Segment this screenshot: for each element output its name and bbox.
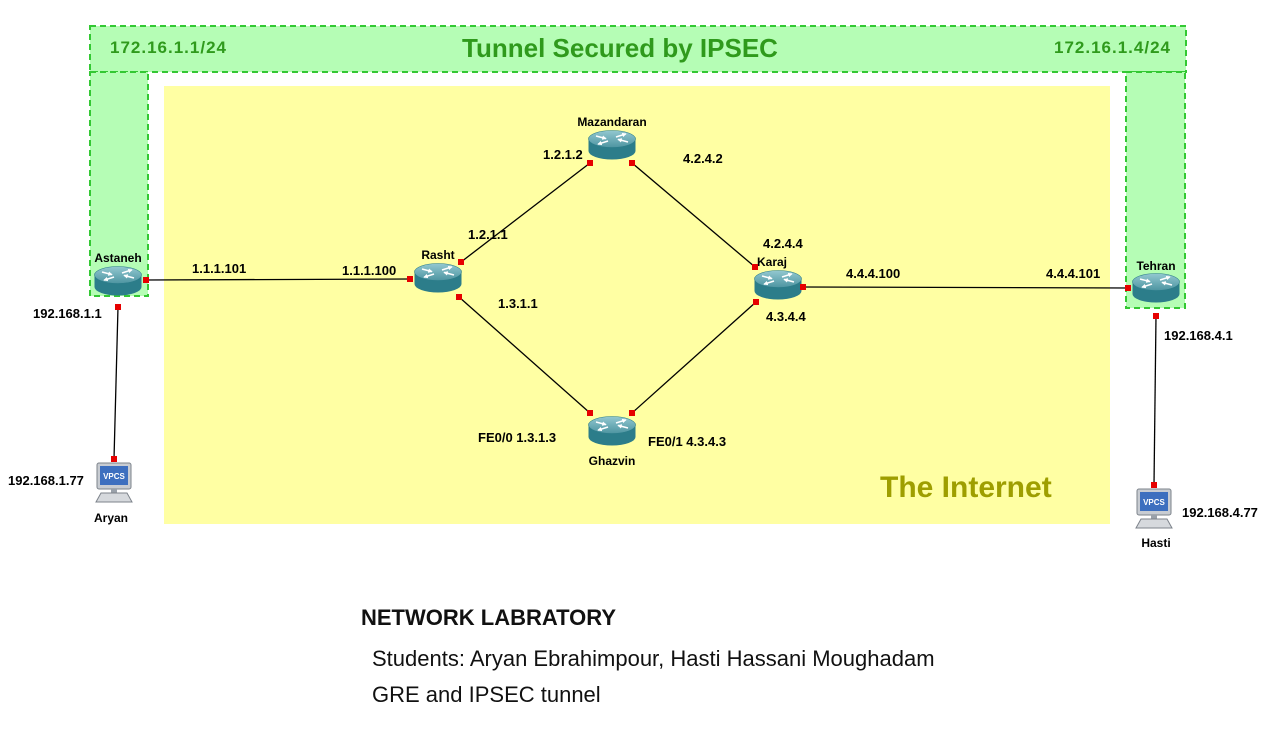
port-dot (587, 160, 593, 166)
port-dot (1153, 313, 1159, 319)
ip-label-rasht-to-astaneh: 1.1.1.100 (342, 263, 396, 278)
link-ghazvin-karaj[interactable] (631, 301, 757, 414)
vpcs-icon-text: VPCS (1143, 498, 1165, 507)
tunnel-right-column (1125, 71, 1186, 309)
router-rasht[interactable]: Rasht (415, 248, 462, 292)
ip-label-karaj-to-mazandaran: 4.2.4.4 (763, 236, 804, 251)
port-dot (115, 304, 121, 310)
tunnel-top-bar (89, 25, 1187, 73)
pc-label-hasti: Hasti (1141, 536, 1170, 550)
tunnel-left-ip: 172.16.1.1/24 (110, 38, 227, 57)
footer-subject: GRE and IPSEC tunnel (372, 682, 601, 707)
port-dot (111, 456, 117, 462)
port-dot (407, 276, 413, 282)
router-label-mazandaran: Mazandaran (577, 115, 646, 129)
router-icon (415, 264, 462, 293)
router-label-ghazvin: Ghazvin (589, 454, 636, 468)
port-dot (629, 410, 635, 416)
router-icon (95, 267, 142, 296)
router-mazandaran[interactable]: Mazandaran (577, 115, 647, 160)
tunnel-left-column (89, 71, 149, 297)
router-label-karaj: Karaj (757, 255, 787, 269)
ip-label-mazandaran-to-rasht: 1.2.1.2 (543, 147, 583, 162)
link-rasht-ghazvin[interactable] (458, 296, 591, 414)
link-tehran-hasti[interactable] (1153, 315, 1157, 486)
ip-label-aryan: 192.168.1.77 (8, 473, 84, 488)
router-ghazvin[interactable]: Ghazvin (589, 417, 636, 469)
ip-label-ghazvin-to-karaj: FE0/1 4.3.4.3 (648, 434, 726, 449)
port-dot (1125, 285, 1131, 291)
tunnel-title: Tunnel Secured by IPSEC (462, 33, 778, 63)
link-astaneh-aryan[interactable] (113, 306, 119, 460)
link-astaneh-rasht[interactable] (145, 278, 411, 281)
router-icon (1133, 274, 1180, 303)
footer-heading: NETWORK LABRATORY (361, 605, 616, 630)
ip-label-mazandaran-to-karaj: 4.2.4.2 (683, 151, 723, 166)
router-label-astaneh: Astaneh (94, 251, 141, 265)
interface-labels: 1.1.1.101 1.1.1.100 192.168.1.1 192.168.… (8, 147, 1258, 520)
links (113, 162, 1157, 486)
router-label-tehran: Tehran (1136, 259, 1175, 273)
vpcs-pc-icon (95, 462, 133, 503)
ip-label-karaj-to-ghazvin: 4.3.4.4 (766, 309, 807, 324)
router-astaneh[interactable]: Astaneh (94, 251, 141, 295)
ip-label-ghazvin-to-rasht: FE0/0 1.3.1.3 (478, 430, 556, 445)
ip-label-rasht-to-mazandaran: 1.2.1.1 (468, 227, 508, 242)
vpcs-pc-icon (1135, 488, 1173, 529)
port-dot (752, 264, 758, 270)
footer: NETWORK LABRATORY Students: Aryan Ebrahi… (361, 605, 935, 707)
ip-label-rasht-to-ghazvin: 1.3.1.1 (498, 296, 538, 311)
port-dot (458, 259, 464, 265)
tunnel-right-ip: 172.16.1.4/24 (1054, 38, 1171, 57)
router-tehran[interactable]: Tehran (1133, 259, 1180, 302)
ipsec-tunnel-area: 172.16.1.1/24 Tunnel Secured by IPSEC 17… (89, 25, 1187, 309)
internet-box (164, 86, 1110, 524)
ip-label-astaneh-to-rasht: 1.1.1.101 (192, 261, 246, 276)
port-dot (143, 277, 149, 283)
port-dot (629, 160, 635, 166)
vpcs-icon-text: VPCS (103, 472, 125, 481)
router-karaj[interactable]: Karaj (755, 255, 802, 299)
link-rasht-mazandaran[interactable] (460, 162, 591, 263)
port-dot (1151, 482, 1157, 488)
ip-label-astaneh-lan: 192.168.1.1 (33, 306, 102, 321)
port-dot (753, 299, 759, 305)
link-karaj-tehran[interactable] (802, 286, 1129, 289)
footer-students: Students: Aryan Ebrahimpour, Hasti Hassa… (372, 646, 935, 671)
pc-aryan[interactable]: VPCS Aryan (94, 462, 133, 525)
ip-label-tehran-to-karaj: 4.4.4.101 (1046, 266, 1100, 281)
router-icon (589, 131, 636, 160)
pc-label-aryan: Aryan (94, 511, 128, 525)
ip-label-karaj-to-tehran: 4.4.4.100 (846, 266, 900, 281)
router-icon (589, 417, 636, 446)
pc-hasti[interactable]: VPCS Hasti (1135, 488, 1173, 550)
port-dot (587, 410, 593, 416)
ip-label-tehran-lan: 192.168.4.1 (1164, 328, 1233, 343)
port-dot (800, 284, 806, 290)
router-icon (755, 271, 802, 300)
ip-label-hasti: 192.168.4.77 (1182, 505, 1258, 520)
link-mazandaran-karaj[interactable] (631, 162, 756, 268)
internet-label: The Internet (880, 471, 1052, 504)
router-label-rasht: Rasht (421, 248, 454, 262)
port-dot (456, 294, 462, 300)
port-dots (111, 160, 1159, 488)
internet-area: The Internet (164, 86, 1110, 524)
